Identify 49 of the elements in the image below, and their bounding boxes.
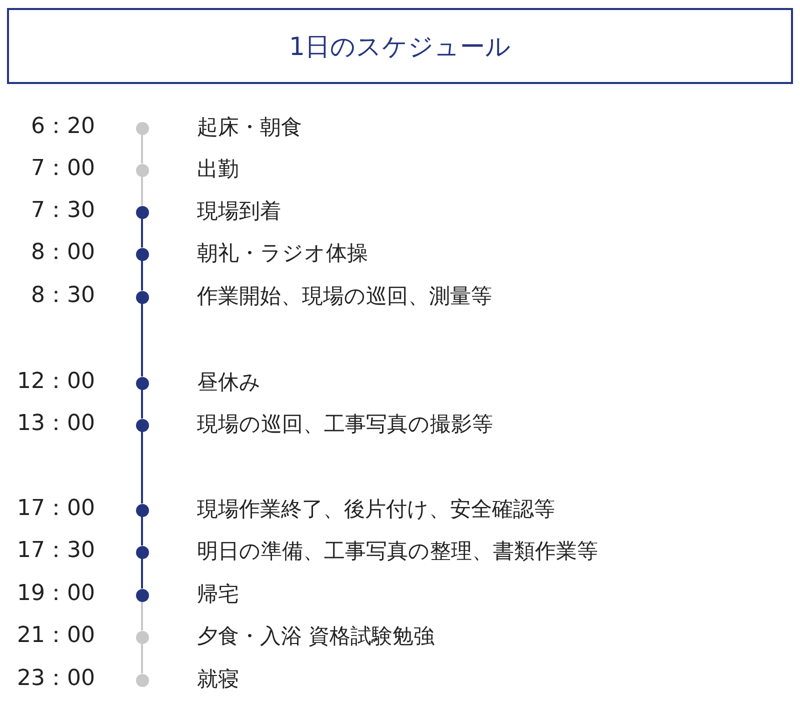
- activity-label: 起床・朝食: [197, 114, 302, 141]
- timeline-dot: [136, 588, 148, 602]
- activity-label: 帰宅: [197, 581, 239, 608]
- time-label: 23：00: [16, 665, 95, 693]
- timeline-dot: [136, 418, 148, 432]
- timeline-dot: [136, 630, 148, 644]
- timeline-dot: [136, 290, 148, 304]
- timeline-line: [141, 644, 143, 674]
- timeline-line: [141, 134, 143, 164]
- timeline-line: [141, 390, 143, 418]
- timeline-line: [141, 218, 143, 248]
- activity-label: 出勤: [197, 156, 239, 183]
- time-label: 7：00: [30, 155, 95, 183]
- time-label: 8：30: [30, 282, 95, 310]
- timeline-line: [141, 432, 143, 504]
- activity-label: 現場到着: [197, 198, 281, 225]
- timeline-line: [141, 176, 143, 206]
- time-label: 17：00: [16, 495, 95, 523]
- activity-label: 朝礼・ラジオ体操: [197, 240, 368, 267]
- activity-label: 夕食・入浴 資格試験勉強: [197, 623, 435, 650]
- timeline-dot: [136, 122, 148, 134]
- time-label: 17：30: [16, 537, 95, 565]
- activity-label: 昼休み: [197, 369, 261, 396]
- activity-label: 現場作業終了、後片付け、安全確認等: [197, 496, 555, 523]
- timeline-dot: [136, 504, 148, 516]
- activity-label: 作業開始、現場の巡回、測量等: [197, 283, 492, 310]
- timeline-dot: [136, 674, 148, 686]
- timeline-line: [141, 260, 143, 290]
- timeline-line: [141, 602, 143, 630]
- time-label: 19：00: [16, 580, 95, 608]
- timeline-dot: [136, 248, 148, 260]
- time-label: 8：00: [30, 239, 95, 267]
- timeline-dot: [136, 164, 148, 176]
- timeline-line: [141, 558, 143, 588]
- activity-label: 就寝: [197, 666, 239, 693]
- title-box: [7, 8, 793, 84]
- time-label: 12：00: [16, 368, 95, 396]
- time-label: 21：00: [16, 622, 95, 650]
- timeline-dot: [136, 206, 148, 218]
- timeline-line: [141, 516, 143, 546]
- timeline-dot: [136, 376, 148, 390]
- timeline-line: [141, 304, 143, 376]
- title-text: 1日のスケジュール: [289, 30, 511, 62]
- time-label: 6：20: [30, 113, 95, 141]
- timeline-dot: [136, 546, 148, 558]
- time-label: 7：30: [30, 197, 95, 225]
- activity-label: 明日の準備、工事写真の整理、書類作業等: [197, 538, 598, 565]
- activity-label: 現場の巡回、工事写真の撮影等: [197, 411, 493, 438]
- time-label: 13：00: [16, 410, 95, 438]
